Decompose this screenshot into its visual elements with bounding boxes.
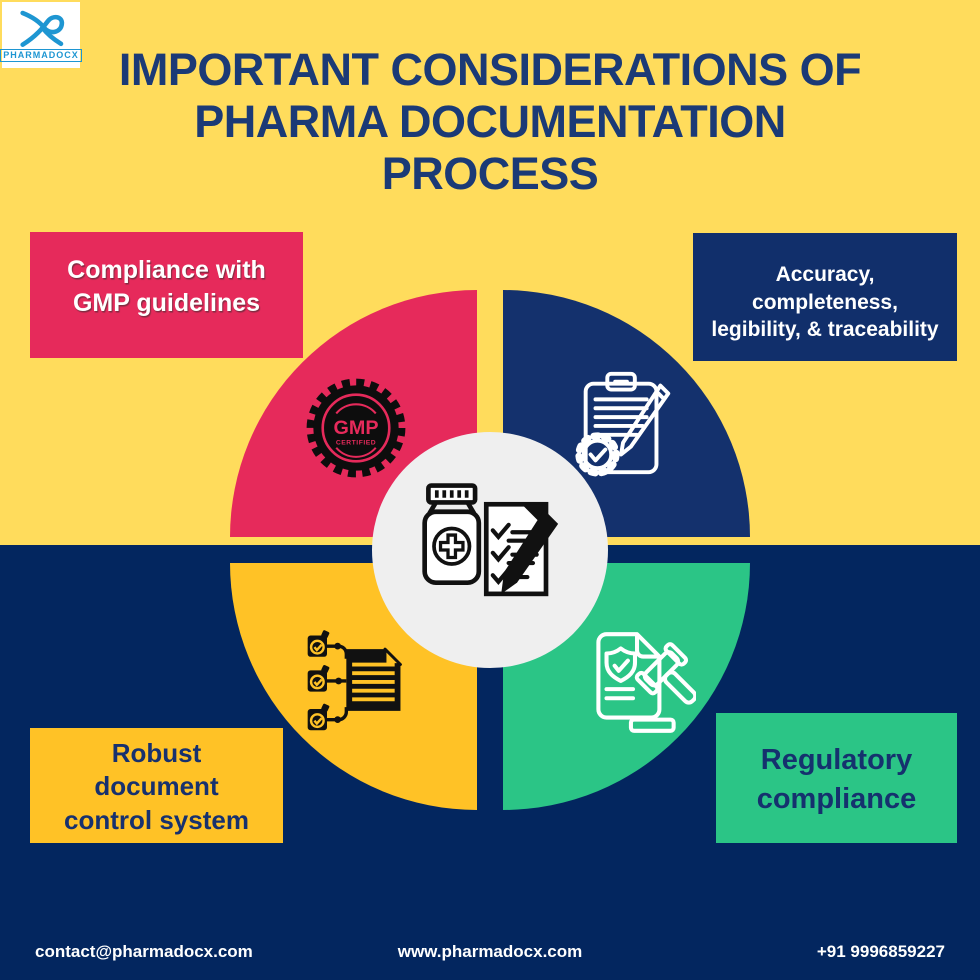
xd-monogram-icon xyxy=(20,10,65,47)
page-title: IMPORTANT CONSIDERATIONS OF PHARMA DOCUM… xyxy=(0,44,980,201)
label-gmp-compliance: Compliance with GMP guidelines xyxy=(30,232,303,358)
gmp-badge-title: GMP xyxy=(334,417,379,439)
title-line-2: PHARMA DOCUMENTATION xyxy=(194,96,786,148)
label-line: legibility, & traceability xyxy=(711,318,939,342)
label-line: Robust xyxy=(111,738,202,768)
label-document-control: Robust document control system xyxy=(30,728,283,843)
label-line: Regulatory xyxy=(760,744,913,776)
label-line: compliance xyxy=(756,783,917,816)
gmp-certified-badge-icon: GMP CERTIFIED xyxy=(306,378,406,478)
label-line: Compliance with xyxy=(67,256,266,284)
clipboard-pencil-gear-icon xyxy=(575,371,671,477)
footer: contact@pharmadocx.com www.pharmadocx.co… xyxy=(35,942,945,962)
title-line-3: PROCESS xyxy=(381,148,599,200)
label-line: GMP guidelines xyxy=(72,288,261,317)
label-line: Accuracy, xyxy=(775,263,875,286)
document-version-control-icon xyxy=(307,630,402,731)
medicine-bottle-checklist-pen-icon xyxy=(422,483,559,597)
title-line-1: IMPORTANT CONSIDERATIONS OF xyxy=(118,44,862,95)
gmp-badge-subtitle: CERTIFIED xyxy=(336,440,376,447)
label-regulatory-compliance: Regulatory compliance xyxy=(716,713,957,843)
label-line: control system xyxy=(64,804,249,835)
brand-name: PHARMADOCX xyxy=(0,49,82,62)
website-url: www.pharmadocx.com xyxy=(397,942,583,961)
shield-document-gavel-icon xyxy=(596,632,696,733)
label-accuracy-traceability: Accuracy, completeness, legibility, & tr… xyxy=(693,233,957,361)
label-line: document xyxy=(94,771,219,802)
process-wheel-diagram: GMP CERTIFIED xyxy=(230,290,750,810)
brand-logo: PHARMADOCX xyxy=(0,2,82,68)
phone-number: +91 9996859227 xyxy=(816,942,945,961)
contact-email: contact@pharmadocx.com xyxy=(35,942,253,961)
label-line: completeness, xyxy=(752,290,898,314)
